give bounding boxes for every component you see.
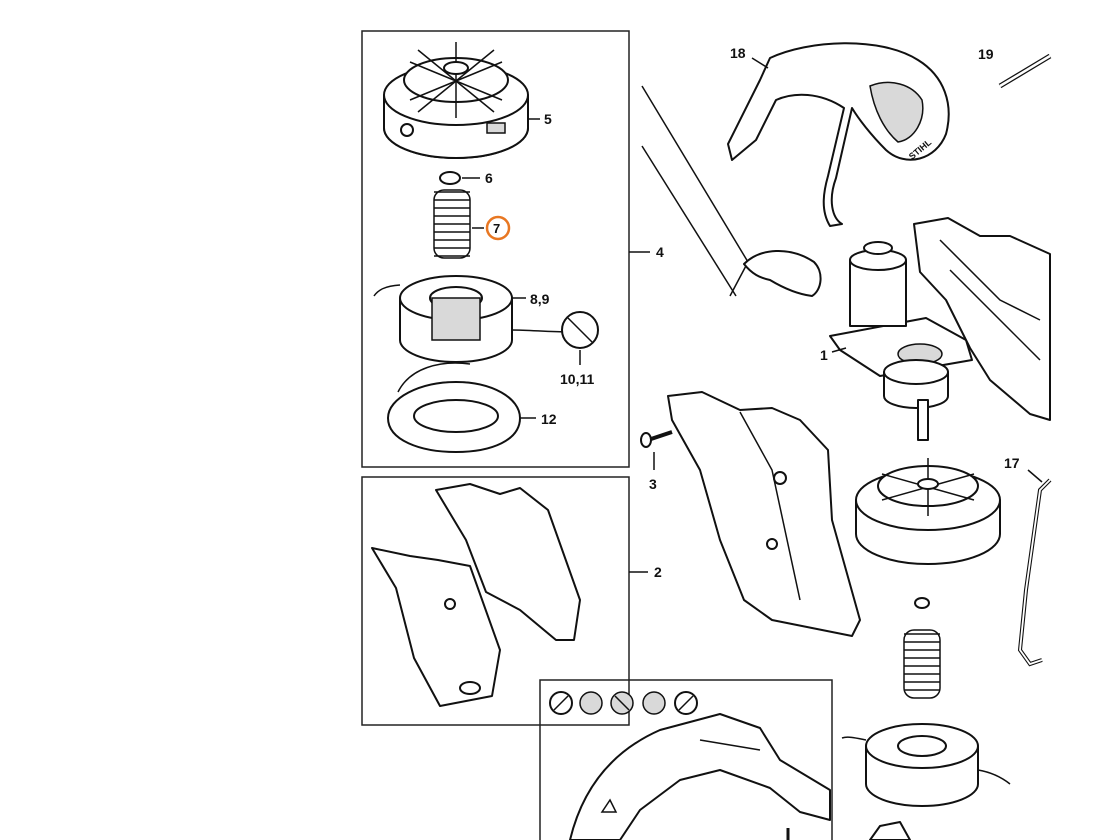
hex-key-part-19[interactable] [998,53,1052,89]
rod-part-17[interactable] [1017,478,1052,667]
safety-glasses-part-18[interactable]: STIHL [727,42,950,227]
spring-part-7[interactable] [433,189,471,259]
assembly-box-2 [361,476,630,726]
spool-cap-part-5[interactable] [383,42,529,159]
callout-5[interactable]: 5 [544,111,552,127]
line-spool-right[interactable] [841,723,1011,807]
callout-1[interactable]: 1 [820,347,828,363]
callout-12[interactable]: 12 [541,411,557,427]
guard-part-2[interactable] [371,483,581,707]
handle-bracket[interactable] [743,250,822,297]
shaft[interactable] [641,85,749,297]
tool-symbols-row [549,691,698,715]
callout-8-9[interactable]: 8,9 [530,291,550,307]
line-spool-part-8-9[interactable] [373,275,571,363]
spring-right[interactable] [903,629,941,699]
clip-part-6[interactable] [439,171,461,185]
spool-cap-right[interactable] [855,458,1001,565]
clip-right[interactable] [914,597,930,609]
trimmer-line-part-10-11[interactable] [561,311,599,349]
motor-part-1[interactable] [829,241,973,441]
callout-18[interactable]: 18 [730,45,746,61]
highlight-ring-7[interactable] [485,215,511,241]
callout-7[interactable]: 7 [493,221,500,236]
callout-2[interactable]: 2 [654,564,662,580]
guard-main[interactable] [667,391,861,637]
callout-4[interactable]: 4 [656,244,664,260]
callout-17[interactable]: 17 [1004,455,1020,471]
screw-part-3[interactable] [640,430,673,448]
callout-3[interactable]: 3 [649,476,657,492]
bottom-right-fragment [786,821,911,840]
callout-10-11[interactable]: 10,11 [560,371,594,387]
assembly-box-bottom [539,679,833,840]
assembly-box-4 [361,30,630,468]
callout-6[interactable]: 6 [485,170,493,186]
callout-19[interactable]: 19 [978,46,994,62]
deflector-guard[interactable] [569,713,831,840]
motor-housing[interactable] [913,217,1051,421]
spool-housing-part-12[interactable] [387,362,521,453]
